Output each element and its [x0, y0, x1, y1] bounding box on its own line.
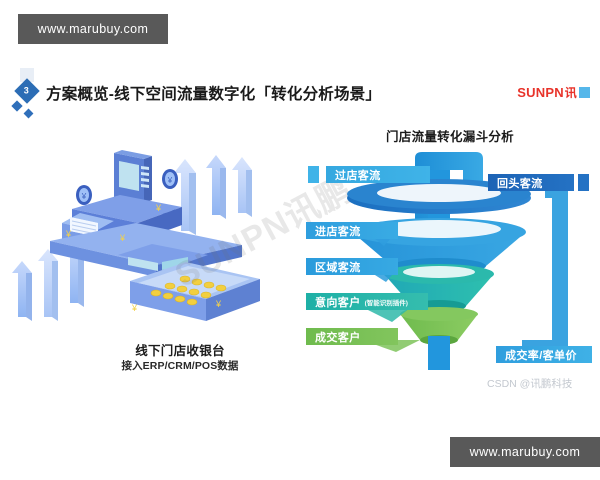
svg-text:¥: ¥	[65, 229, 72, 239]
funnel-tick-return	[578, 174, 589, 191]
growth-arrows-right	[174, 155, 252, 235]
diamond-number-icon: 3	[14, 78, 40, 104]
yen-accents: ¥ ¥ ¥ ¥ ¥	[65, 203, 222, 313]
csdn-watermark: CSDN @讯鹏科技	[487, 378, 573, 390]
funnel-stage-area-label: 区域客流	[315, 261, 361, 274]
funnel-side-rate[interactable]: 成交率/客单价	[496, 346, 592, 363]
svg-text:¥: ¥	[81, 192, 87, 201]
brand-logo-cn: 讯	[564, 86, 577, 100]
funnel-title: 门店流量转化漏斗分析	[385, 130, 514, 144]
slide-header: 3 方案概览-线下空间流量数字化「转化分析场景」	[0, 68, 600, 124]
cash-register-illustration: ¥ ¥ ¥	[10, 145, 290, 345]
svg-text:¥: ¥	[167, 176, 173, 185]
watermark-top-text: www.marubuy.com	[37, 22, 149, 36]
growth-arrows-left	[12, 243, 84, 321]
funnel-stage-intent-label: 意向客户	[315, 296, 361, 309]
funnel-stage-pass[interactable]: 过店客流	[326, 166, 430, 183]
funnel-ring-1	[347, 179, 531, 214]
svg-text:¥: ¥	[155, 203, 162, 213]
left-caption-sub: 接入ERP/CRM/POS数据	[121, 360, 239, 372]
funnel-graphic	[347, 152, 568, 370]
funnel-stage-deal[interactable]: 成交客户	[306, 328, 398, 345]
watermark-plate-top: www.marubuy.com	[18, 14, 168, 44]
funnel-stage-intent[interactable]: 意向客户 (智能识别插件)	[306, 293, 428, 310]
brand-logo-square-icon	[579, 87, 590, 98]
left-caption-title: 线下门店收银台	[135, 344, 225, 358]
svg-text:¥: ¥	[215, 299, 222, 309]
diamond-small-icon-1	[11, 100, 23, 112]
funnel-stage-area[interactable]: 区域客流	[306, 258, 398, 275]
funnel-side-return-label: 回头客流	[497, 177, 543, 190]
funnel-tick-pass	[308, 166, 319, 183]
svg-text:¥: ¥	[131, 303, 138, 313]
section-badge: 3	[10, 68, 50, 122]
cash-drawer	[130, 262, 260, 321]
watermark-plate-bottom: www.marubuy.com	[450, 437, 600, 467]
funnel-stage-deal-label: 成交客户	[315, 331, 361, 344]
conversion-funnel: 过店客流 进店客流 区域客流 意向客户 (智能识别插件) 成交客户 回头客流 成…	[300, 150, 600, 385]
funnel-side-rate-label: 成交率/客单价	[505, 349, 577, 362]
funnel-stage-enter[interactable]: 进店客流	[306, 222, 398, 239]
funnel-return-pipe	[522, 184, 568, 356]
section-badge-number: 3	[24, 85, 30, 96]
cash-register-svg: ¥ ¥ ¥	[12, 150, 260, 321]
funnel-outflow-column	[428, 336, 450, 370]
watermark-bottom-text: www.marubuy.com	[469, 445, 581, 459]
funnel-side-return[interactable]: 回头客流	[488, 174, 574, 191]
pos-monitor	[114, 150, 152, 217]
page-title: 方案概览-线下空间流量数字化「转化分析场景」	[46, 86, 382, 103]
brand-logo-latin: SUNPN	[517, 85, 564, 100]
diamond-small-icon-2	[23, 108, 34, 119]
funnel-stage-pass-label: 过店客流	[335, 169, 381, 182]
diamond-ghost-icon	[20, 68, 34, 82]
funnel-stage-enter-label: 进店客流	[315, 225, 361, 238]
svg-text:¥: ¥	[119, 233, 126, 243]
funnel-stage-intent-sub: (智能识别插件)	[364, 299, 408, 307]
brand-logo: SUNPN 讯	[517, 84, 590, 101]
